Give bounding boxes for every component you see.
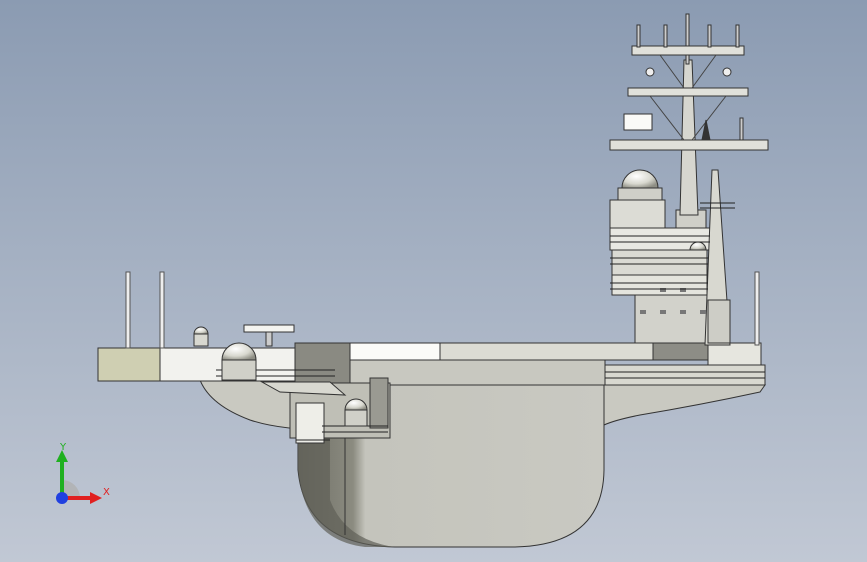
flight-deck-left xyxy=(97,347,161,382)
flight-deck-right-dark xyxy=(652,342,709,361)
x-axis-label: X xyxy=(103,487,110,498)
left-bay-dark xyxy=(369,377,389,429)
z-axis-dot xyxy=(56,492,68,504)
coordinate-triad-icon xyxy=(56,450,102,504)
flight-deck-center-dark xyxy=(294,342,351,384)
left-bay-inner xyxy=(295,402,325,444)
flight-deck-right xyxy=(707,342,762,366)
right-sponson-hull xyxy=(603,384,766,426)
radar-domes xyxy=(193,326,368,427)
island-railings xyxy=(610,202,735,290)
deck-radar-antenna xyxy=(243,324,295,347)
y-axis-label: Y xyxy=(60,442,67,453)
main-mast xyxy=(609,13,769,216)
island-windows xyxy=(640,288,706,314)
hangar-wall xyxy=(349,359,606,386)
island-superstructure xyxy=(609,169,731,346)
flight-deck-center xyxy=(439,342,654,361)
right-gallery xyxy=(604,364,766,386)
flight-deck-center-white xyxy=(349,342,441,361)
deck-masts-left xyxy=(125,271,760,349)
sponson-ramp xyxy=(260,381,347,396)
